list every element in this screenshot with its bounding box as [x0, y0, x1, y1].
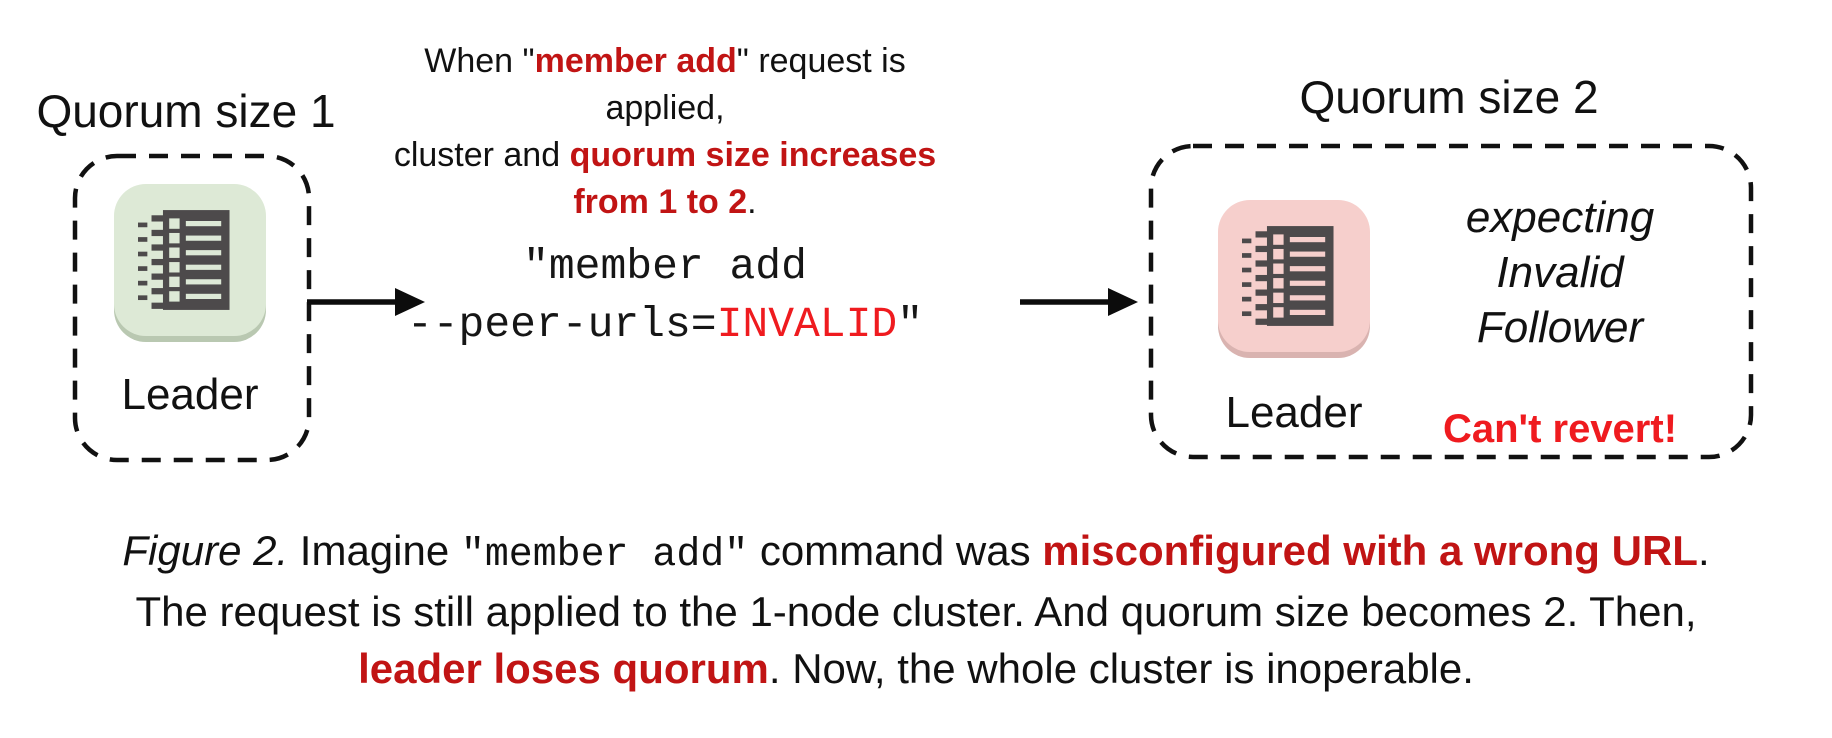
expecting-line: expecting — [1465, 193, 1655, 242]
member-add-command: "member add --peer-urls=INVALID" — [390, 238, 940, 354]
expecting-line: Invalid — [1496, 248, 1624, 297]
leader-label: Leader — [1225, 388, 1363, 437]
note-line-3: from 1 to 2. — [573, 183, 757, 221]
command-line-1: "member add — [523, 242, 807, 291]
expecting-follower-note: expecting Invalid Follower — [1410, 190, 1710, 355]
right-quorum-title: Quorum size 2 — [1299, 71, 1599, 123]
arrow-icon — [307, 288, 425, 316]
caption-line-3: leader loses quorum. Now, the whole clus… — [358, 645, 1474, 692]
note-line-1: When "member add" request is applied, — [424, 42, 906, 127]
caption-line-1: Figure 2. Imagine "member add" command w… — [122, 527, 1710, 577]
arrow-icon — [1020, 288, 1138, 316]
leader-label: Leader — [121, 370, 259, 419]
left-cluster-box — [72, 153, 312, 463]
member-add-note: When "member add" request is applied, cl… — [390, 38, 940, 226]
right-cluster-box — [1148, 143, 1754, 460]
expecting-line: Follower — [1476, 303, 1644, 352]
caption-line-2: The request is still applied to the 1-no… — [135, 588, 1697, 635]
leader-node-pink — [1218, 200, 1370, 352]
raft-log-icon — [1242, 226, 1334, 326]
figure-caption: Figure 2. Imagine "member add" command w… — [0, 522, 1832, 697]
raft-log-icon — [138, 210, 230, 310]
left-quorum-title: Quorum size 1 — [36, 85, 336, 137]
command-line-2: --peer-urls=INVALID" — [406, 300, 924, 349]
note-line-2: cluster and quorum size increases — [393, 136, 937, 174]
leader-node-green — [114, 184, 266, 336]
cant-revert-warning: Can't revert! — [1442, 407, 1678, 451]
